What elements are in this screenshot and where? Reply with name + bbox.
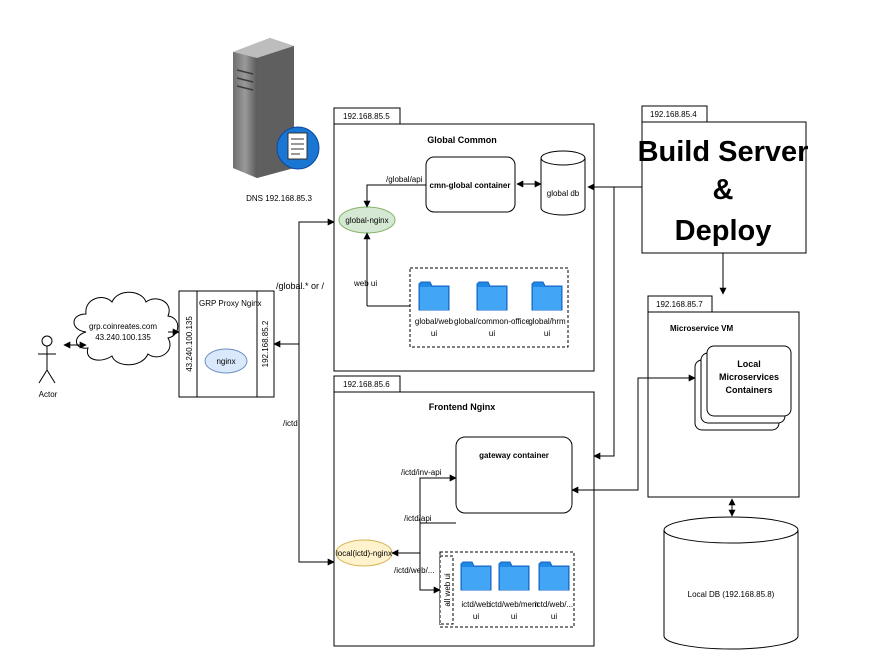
route-global-label: /global.* or / bbox=[276, 281, 325, 291]
all-web-ui-tab bbox=[439, 555, 454, 625]
build-server-amp: & bbox=[713, 174, 734, 206]
global-nginx-label: global-nginx bbox=[345, 216, 388, 225]
global-folder-2-line1: global/common-office bbox=[454, 317, 530, 326]
microservice-ip: 192.168.85.7 bbox=[656, 300, 703, 309]
route-ictd-link bbox=[298, 344, 335, 566]
global-webui-label: web ui bbox=[353, 279, 377, 288]
folder-icon bbox=[498, 561, 530, 591]
global-api-link bbox=[363, 184, 426, 208]
proxy-private-ip: 192.168.85.2 bbox=[261, 320, 270, 367]
gateway-microservice-link bbox=[571, 374, 696, 494]
cmn-global-container-label: cmn-global container bbox=[430, 181, 511, 190]
ictd-folder-3-line2: ui bbox=[551, 612, 557, 621]
gateway-container-label: gateway container bbox=[479, 451, 549, 460]
folder-icon bbox=[418, 281, 450, 311]
global-db-cylinder bbox=[540, 150, 586, 216]
global-db-label: global db bbox=[547, 189, 580, 198]
all-web-ui-label: all web ui bbox=[443, 573, 452, 607]
global-folder-1-line1: global/web bbox=[415, 317, 454, 326]
global-folder-2-line2: ui bbox=[489, 329, 495, 338]
dns-server-icon bbox=[233, 38, 320, 178]
dns-label: DNS 192.168.85.3 bbox=[246, 194, 312, 203]
global-folder-3-line1: global/hrm bbox=[528, 317, 566, 326]
proxy-box bbox=[178, 290, 275, 398]
web-link bbox=[419, 553, 441, 594]
build-server-title: Build Server bbox=[638, 136, 809, 168]
folder-icon bbox=[460, 561, 492, 591]
ictd-folder-1-line2: ui bbox=[473, 612, 479, 621]
local-nginx-label: local(ictd)-nginx bbox=[336, 549, 392, 558]
frontend-box bbox=[333, 391, 595, 647]
proxy-public-ip: 43.240.100.135 bbox=[185, 316, 194, 372]
api-label: /ictd/api bbox=[404, 514, 432, 523]
microservice-vm-title: Microservice VM bbox=[670, 324, 733, 333]
global-common-box bbox=[333, 123, 595, 372]
local-db-label: Local DB (192.168.85.8) bbox=[688, 590, 775, 599]
route-global-link bbox=[298, 218, 335, 344]
ictd-folder-1-line1: ictd/web bbox=[461, 600, 491, 609]
inv-api-label: /ictd/inv-api bbox=[401, 468, 442, 477]
proxy-title: GRP Proxy Nginx bbox=[199, 299, 262, 308]
ictd-folder-2-line2: ui bbox=[511, 612, 517, 621]
build-server-deploy: Deploy bbox=[675, 215, 772, 247]
frontend-ip: 192.168.85.6 bbox=[343, 380, 390, 389]
gateway-container bbox=[455, 436, 573, 514]
microservice-containers bbox=[706, 345, 792, 417]
ictd-folder-2-line1: ictd/web/mem bbox=[489, 600, 539, 609]
cloud-ip: 43.240.100.135 bbox=[95, 333, 151, 342]
inv-api-link bbox=[419, 474, 457, 553]
cloud-domain: grp.coinreates.com bbox=[89, 322, 157, 331]
global-common-ip: 192.168.85.5 bbox=[343, 112, 390, 121]
microservice-line2: Microservices bbox=[719, 372, 779, 382]
folder-icon bbox=[476, 281, 508, 311]
ictd-folder-3-line1: ictd/web/... bbox=[535, 600, 573, 609]
build-server-ip: 192.168.85.4 bbox=[650, 110, 697, 119]
build-to-gateway-link bbox=[593, 186, 642, 460]
global-folder-3-line2: ui bbox=[544, 329, 550, 338]
microservice-line1: Local bbox=[737, 359, 761, 369]
microservice-line3: Containers bbox=[725, 385, 772, 395]
proxy-nginx-label: nginx bbox=[216, 357, 235, 366]
global-api-label: /global/api bbox=[386, 175, 423, 184]
route-ictd-label: /ictd bbox=[283, 419, 298, 428]
global-folder-1-line2: ui bbox=[431, 329, 437, 338]
global-common-title: Global Common bbox=[427, 135, 497, 145]
frontend-title: Frontend Nginx bbox=[429, 402, 496, 412]
proxy-nginx-node bbox=[204, 348, 248, 374]
cloud-shape bbox=[73, 291, 179, 366]
build-server-box bbox=[641, 121, 807, 254]
actor-icon bbox=[38, 335, 56, 384]
web-label: /ictd/web/... bbox=[394, 566, 434, 575]
actor-label: Actor bbox=[39, 390, 58, 399]
global-webui-group bbox=[409, 267, 569, 348]
folder-icon bbox=[531, 281, 563, 311]
local-db-cylinder bbox=[663, 516, 799, 650]
folder-icon bbox=[538, 561, 570, 591]
